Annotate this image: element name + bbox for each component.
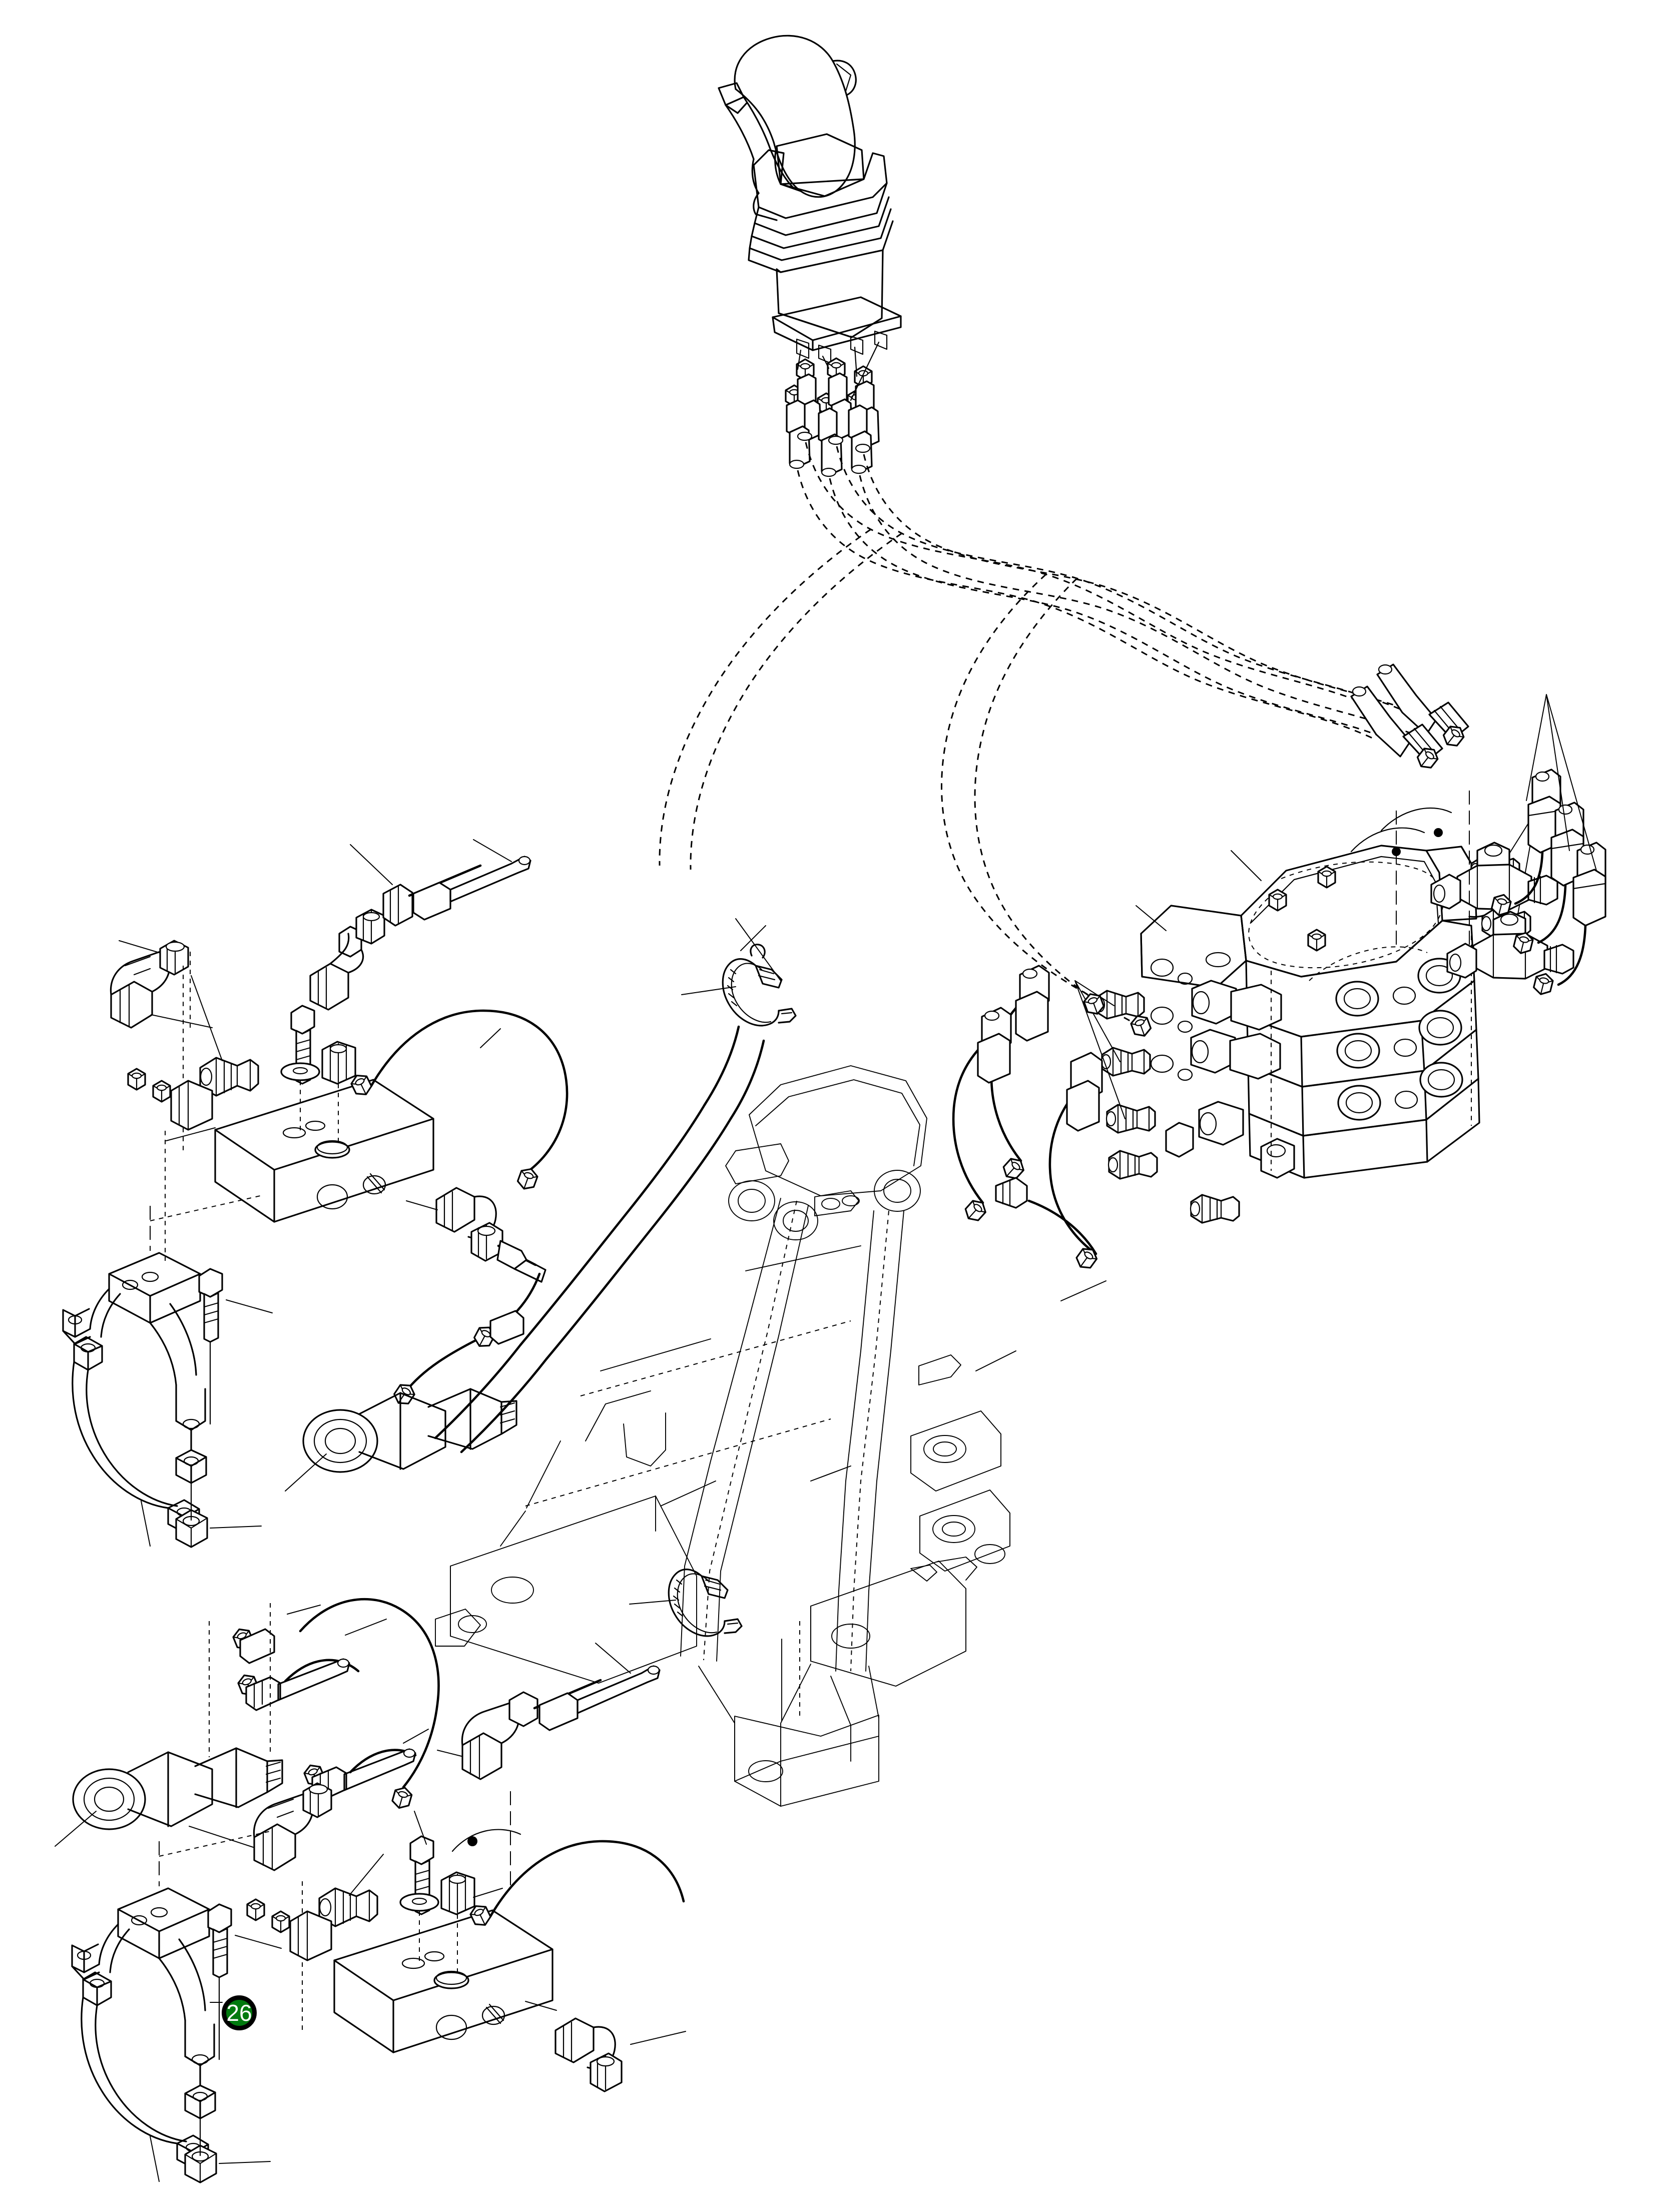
clamp-hex-bolt-lower [207,1903,232,1978]
leader-lines [740,850,1262,1482]
lower-elbow-fitting-left [253,1782,332,1871]
upper-pipe-clamp-assembly [62,1195,273,1548]
manifold-washer [280,1062,320,1081]
lower-block-elbow-right [554,2017,623,2092]
tee-fitting-lower [1446,911,1574,980]
tee-fitting-upper [1430,842,1558,911]
callout-badge-26[interactable]: 26 [222,1995,257,2030]
pilot-hose-routes [659,442,1440,1031]
clamp-hex-nut-lower [184,2144,217,2183]
lower-pipe-clamp-assembly [71,1831,282,2183]
valve-lower-hoses [952,965,1154,1273]
main-control-valve [1140,845,1502,1179]
lower-manifold-assembly [189,1643,686,2092]
lower-straight-adapter-left [318,1887,378,1927]
upper-elbow-fitting-right [309,909,385,1011]
upper-cylinder-port [285,1388,517,1492]
upper-block-elbow-below [435,1187,503,1262]
joystick-control-lever [718,35,902,477]
upper-manifold-assembly [110,839,569,1409]
lower-left-hose-loop [55,1598,440,1847]
pilot-hose-ends [785,341,880,477]
clamp-hex-bolt-upper [198,1268,223,1343]
manifold-straight-adapter [321,1041,356,1085]
middle-hose-runs [434,918,797,1637]
upper-elbow-fitting-left [110,940,189,1029]
lower-feed-elbow [461,1665,661,1780]
worm-gear-hose-clamp-upper [722,958,797,1027]
boom-frame-phantom [435,1065,1010,1807]
lower-manifold-straight-adapter [440,1871,475,1915]
hose-ends-tee-fittings [1350,663,1606,997]
upper-straight-adapter-left [199,1057,259,1097]
worm-gear-hose-clamp-lower [668,1569,743,1637]
lower-manifold-washer [399,1893,439,1912]
